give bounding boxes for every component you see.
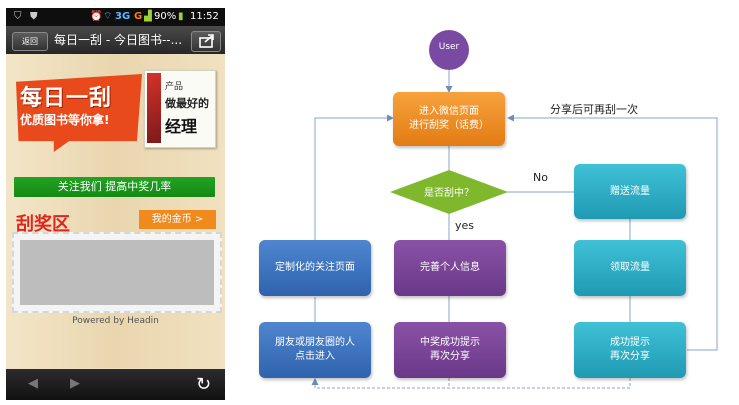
share-icon bbox=[199, 34, 214, 48]
clock: 11:52 bbox=[190, 11, 219, 22]
share-again-label: 分享后可再刮一次 bbox=[550, 103, 638, 116]
banner-ribbon bbox=[16, 74, 142, 152]
forward-arrow-icon[interactable]: ▶ bbox=[70, 376, 80, 391]
wifi-icon: ⌔ bbox=[103, 11, 113, 22]
friends-line-2: 点击进入 bbox=[295, 351, 335, 362]
win-line-2: 再次分享 bbox=[430, 351, 470, 362]
banner-subtitle: 优质图书等你拿! bbox=[20, 113, 110, 127]
success-prompt-box: 成功提示 再次分享 bbox=[574, 322, 686, 378]
user-label: User bbox=[438, 42, 460, 52]
shield-check-icon: ⛊ bbox=[30, 11, 38, 22]
browser-toolbar: 返回 每日一刮 - 今日图书--... bbox=[6, 26, 225, 54]
user-node bbox=[429, 30, 469, 70]
share-button[interactable] bbox=[191, 31, 221, 52]
browser-bottom-bar: ◀ ▶ ↻ bbox=[6, 369, 225, 400]
network-g: G bbox=[134, 11, 143, 22]
success-line-1: 成功提示 bbox=[610, 337, 650, 348]
shield-icon: ⛉ bbox=[14, 11, 22, 22]
no-label: No bbox=[533, 171, 548, 184]
page-title: 每日一刮 - 今日图书--... bbox=[54, 33, 183, 47]
page-content: 每日一刮 优质图书等你拿! 产品 做最好的 经理 关注我们 提高中奖几率 刮奖区… bbox=[6, 54, 225, 368]
enter-scratch-box: 进入微信页面 进行刮奖（话费） bbox=[393, 92, 505, 146]
win-line-1: 中奖成功提示 bbox=[420, 337, 480, 348]
book-title-1: 产品 bbox=[165, 82, 184, 92]
enter-line-2: 进行刮奖（话费） bbox=[409, 120, 489, 131]
scratch-card[interactable] bbox=[20, 240, 214, 305]
powered-by: Powered by Headin bbox=[72, 316, 159, 326]
scratch-card-frame bbox=[12, 232, 222, 313]
scratch-area-title: 刮奖区 bbox=[16, 214, 70, 235]
receive-traffic-box: 领取流量 bbox=[574, 240, 686, 296]
phone-screenshot: ⛉ ⛊ ⏰ ⌔ 3G G ▟ 90% ▮ 11:52 返回 每日一刮 - 今日图… bbox=[6, 8, 225, 400]
back-arrow-icon[interactable]: ◀ bbox=[28, 376, 38, 391]
alarm-icon: ⏰ bbox=[90, 11, 103, 22]
signal-icon: ▟ bbox=[144, 11, 152, 22]
win-prompt-box: 中奖成功提示 再次分享 bbox=[394, 322, 506, 378]
network-3g: 3G bbox=[115, 11, 131, 22]
refresh-icon[interactable]: ↻ bbox=[196, 374, 212, 395]
decision-diamond bbox=[390, 170, 508, 214]
decision-label: 是否刮中？ bbox=[424, 188, 474, 199]
status-bar: ⛉ ⛊ ⏰ ⌔ 3G G ▟ 90% ▮ 11:52 bbox=[6, 8, 225, 26]
gift-traffic-box: 赠送流量 bbox=[574, 164, 686, 219]
book-cover: 产品 做最好的 经理 bbox=[144, 70, 216, 148]
battery-text: 90% bbox=[154, 11, 177, 22]
my-coins-button[interactable]: 我的金币 > bbox=[139, 210, 216, 229]
yes-label: yes bbox=[455, 219, 475, 232]
friends-click-box: 朋友或朋友圈的人 点击进入 bbox=[259, 322, 371, 378]
enter-line-1: 进入微信页面 bbox=[419, 106, 479, 117]
book-title-3: 经理 bbox=[165, 117, 198, 136]
custom-follow-page-box: 定制化的关注页面 bbox=[259, 240, 371, 296]
back-button[interactable]: 返回 bbox=[12, 32, 48, 51]
follow-button[interactable]: 关注我们 提高中奖几率 bbox=[14, 177, 215, 197]
book-figure bbox=[147, 73, 161, 143]
success-line-2: 再次分享 bbox=[610, 351, 650, 362]
book-title-2: 做最好的 bbox=[165, 97, 209, 110]
friends-line-1: 朋友或朋友圈的人 bbox=[275, 337, 355, 348]
banner-title: 每日一刮 bbox=[20, 85, 113, 111]
complete-info-box: 完善个人信息 bbox=[394, 240, 506, 296]
battery-icon: ▮ bbox=[178, 11, 184, 22]
